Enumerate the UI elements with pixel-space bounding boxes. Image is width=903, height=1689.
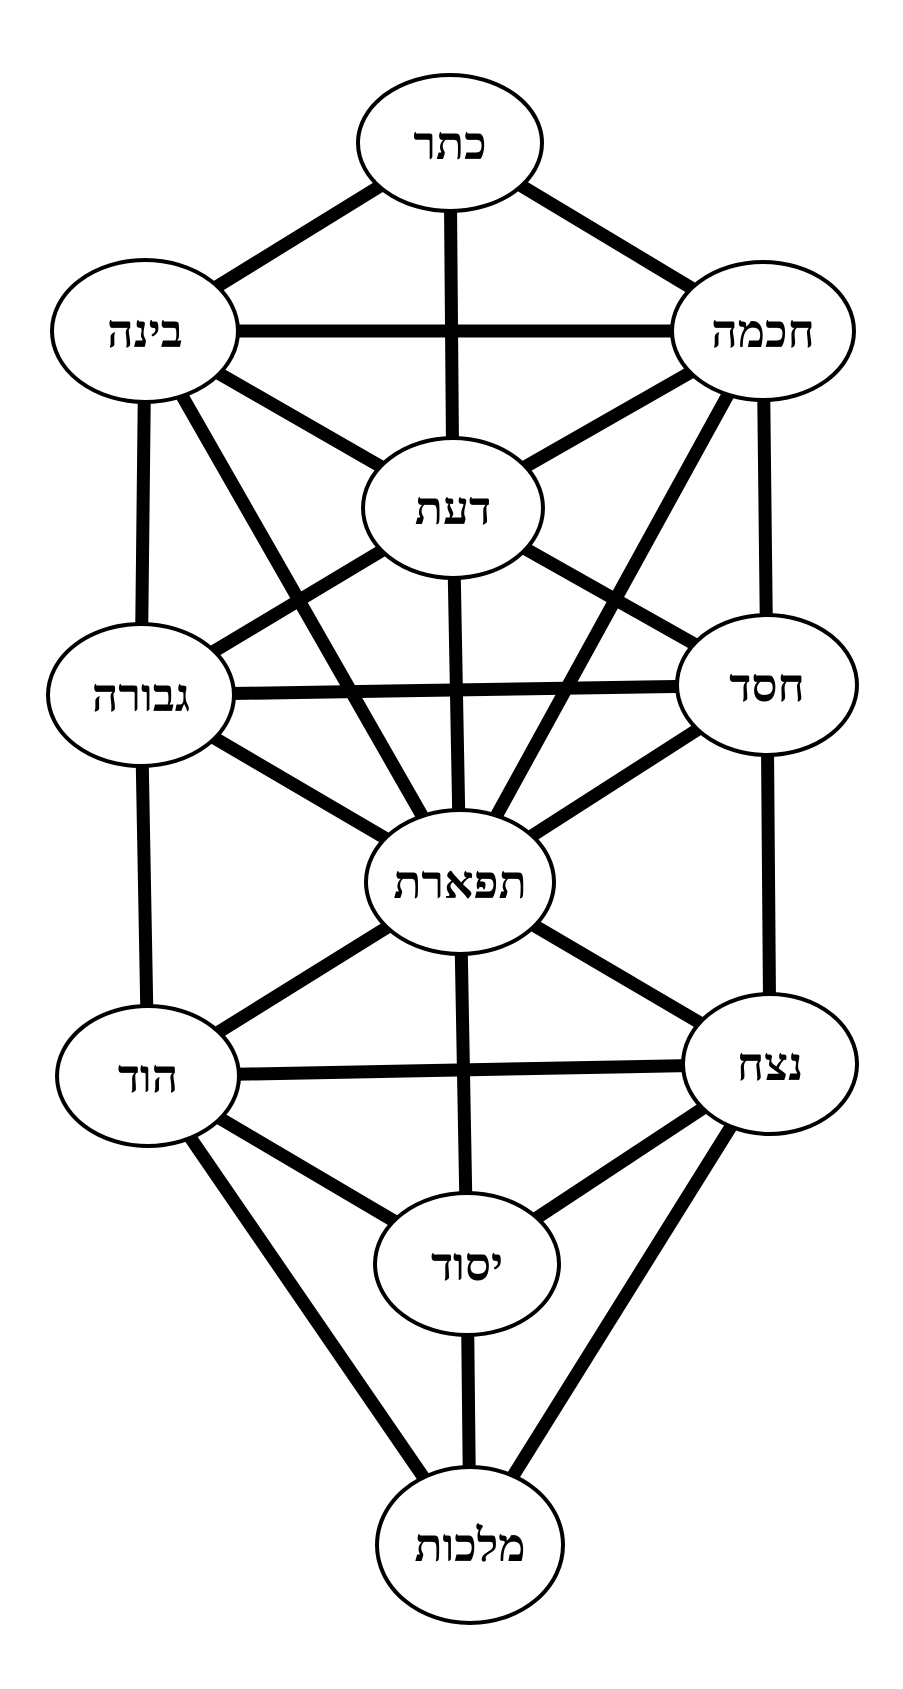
node-chesed-label: חסד	[729, 658, 805, 712]
node-daat-label: דעת	[415, 481, 491, 535]
node-daat-ellipse	[361, 436, 545, 580]
sefirot-nodes: כתר חכמה בינה דעת חסד גבורה תפארת נצח הוד יסוד מלכ…	[46, 73, 859, 1625]
node-yesod: יסוד	[373, 1191, 561, 1337]
node-hod: הוד	[55, 1004, 241, 1148]
node-tiferet: תפארת	[364, 808, 556, 956]
link-hod-malkhut	[142, 1072, 476, 1549]
link-chokhmah-tiferet	[454, 327, 769, 886]
node-chesed-ellipse	[675, 613, 859, 757]
node-gevurah-ellipse	[46, 622, 236, 768]
node-binah-ellipse	[50, 258, 240, 404]
node-daat: דעת	[361, 436, 545, 580]
node-netzach-label: נצח	[737, 1037, 803, 1091]
node-keter: כתר	[356, 73, 544, 213]
link-gevurah-chesed	[140, 678, 768, 702]
node-chesed: חסד	[675, 613, 859, 757]
node-chokhmah-label: חכמה	[711, 304, 814, 358]
node-netzach: נצח	[681, 992, 859, 1136]
node-tiferet-label: תפארת	[393, 855, 526, 909]
node-malkhut-ellipse	[375, 1465, 565, 1625]
node-tiferet-ellipse	[364, 808, 556, 956]
node-yesod-label: יסוד	[431, 1237, 503, 1291]
node-yesod-ellipse	[373, 1191, 561, 1337]
node-hod-label: הוד	[118, 1049, 178, 1103]
node-binah: בינה	[50, 258, 240, 404]
node-gevurah: גבורה	[46, 622, 236, 768]
node-hod-ellipse	[55, 1004, 241, 1148]
node-chokhmah: חכמה	[670, 260, 856, 402]
link-netzach-malkhut	[464, 1060, 776, 1549]
link-binah-tiferet	[139, 327, 466, 886]
node-netzach-ellipse	[681, 992, 859, 1136]
node-malkhut: מלכות	[375, 1465, 565, 1625]
node-gevurah-label: גבורה	[92, 668, 190, 722]
node-chokhmah-ellipse	[670, 260, 856, 402]
link-hod-netzach	[147, 1057, 771, 1083]
node-malkhut-label: מלכות	[414, 1518, 525, 1572]
node-keter-ellipse	[356, 73, 544, 213]
node-keter-label: כתר	[413, 116, 486, 170]
node-binah-label: בינה	[107, 304, 183, 358]
